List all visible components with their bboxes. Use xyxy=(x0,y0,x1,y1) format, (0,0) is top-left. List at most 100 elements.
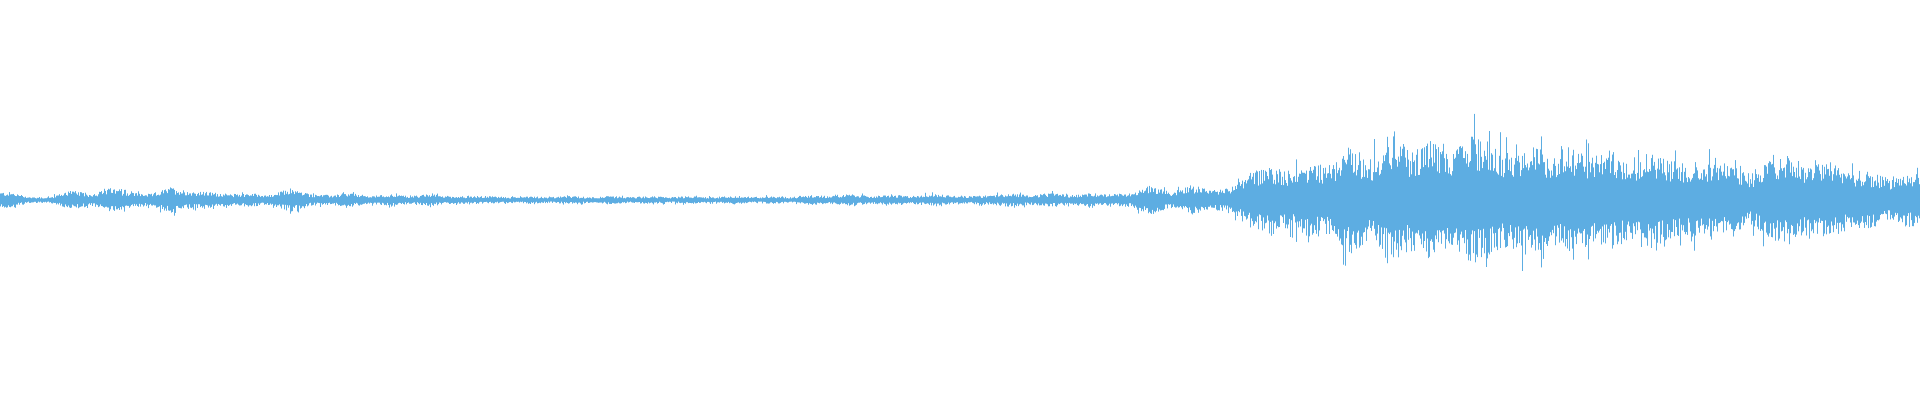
waveform-bar xyxy=(978,196,979,203)
waveform-bar xyxy=(623,198,624,203)
waveform-bar xyxy=(1193,186,1194,213)
waveform-bar xyxy=(178,192,179,208)
waveform-bar xyxy=(1097,195,1098,204)
waveform-bar xyxy=(354,195,355,204)
waveform-bar xyxy=(920,196,921,203)
waveform-bar xyxy=(729,197,730,204)
waveform-bar xyxy=(614,198,615,204)
waveform-bar xyxy=(1142,189,1143,210)
waveform-bar xyxy=(823,196,824,204)
waveform-bar xyxy=(202,194,203,208)
waveform-bar xyxy=(568,196,569,204)
waveform-bar xyxy=(1279,169,1280,227)
waveform-bar xyxy=(543,198,544,203)
waveform-bar xyxy=(1388,147,1389,233)
waveform-bar xyxy=(19,196,20,205)
waveform-bar xyxy=(1526,167,1527,227)
waveform-bar xyxy=(589,197,590,203)
waveform-bar xyxy=(912,197,913,202)
waveform-bar xyxy=(248,195,249,207)
waveform-bar xyxy=(1499,155,1500,228)
waveform-bar xyxy=(619,196,620,204)
waveform-bar xyxy=(1160,189,1161,211)
waveform-bar xyxy=(552,197,553,203)
waveform-bar xyxy=(505,197,506,204)
waveform-bar xyxy=(821,195,822,203)
waveform-bar xyxy=(131,191,132,205)
waveform-bar xyxy=(1387,136,1388,264)
waveform-bar xyxy=(1796,167,1797,235)
waveform-bar xyxy=(333,196,334,204)
waveform-bar xyxy=(1164,187,1165,209)
waveform-bar xyxy=(1455,157,1456,233)
waveform-bar xyxy=(609,196,610,204)
waveform-bar xyxy=(366,197,367,205)
waveform-bar xyxy=(317,196,318,203)
waveform-bar xyxy=(1610,173,1611,226)
waveform-bar xyxy=(587,197,588,202)
waveform-bar xyxy=(656,197,657,203)
waveform-bar xyxy=(54,194,55,203)
waveform-bar xyxy=(906,196,907,204)
waveform-bar xyxy=(1628,174,1629,222)
waveform-bar xyxy=(285,190,286,205)
waveform-bar xyxy=(1783,168,1784,228)
waveform-bar xyxy=(1847,176,1848,217)
waveform-bar xyxy=(1055,194,1056,207)
waveform-bar xyxy=(1484,150,1485,254)
waveform-bar xyxy=(1007,196,1008,207)
waveform-bar xyxy=(69,193,70,208)
waveform-bar xyxy=(551,197,552,202)
waveform-bar xyxy=(1420,168,1421,239)
waveform-bar xyxy=(1332,169,1333,230)
waveform-bar xyxy=(941,196,942,207)
waveform-bar xyxy=(226,194,227,208)
waveform-bar xyxy=(242,192,243,204)
waveform-bar xyxy=(749,198,750,202)
waveform-bar xyxy=(469,197,470,205)
waveform-bar xyxy=(426,194,427,203)
waveform-bar xyxy=(1173,193,1174,205)
waveform-bar xyxy=(1053,193,1054,203)
waveform-bar xyxy=(1722,175,1723,222)
waveform-bar xyxy=(1439,173,1440,231)
waveform-bar xyxy=(1216,192,1217,210)
waveform-bar xyxy=(307,193,308,207)
waveform-bar xyxy=(716,198,717,204)
waveform-bar xyxy=(1128,195,1129,207)
waveform-bar xyxy=(654,196,655,203)
waveform-bar xyxy=(580,197,581,204)
waveform-bar xyxy=(566,197,567,203)
waveform-bar xyxy=(542,198,543,203)
waveform-bar xyxy=(1126,196,1127,205)
waveform-bar xyxy=(624,197,625,203)
waveform-bar xyxy=(1340,175,1341,239)
waveform-bar xyxy=(655,197,656,203)
waveform-bar xyxy=(1366,170,1367,241)
waveform-bar xyxy=(1907,175,1908,216)
waveform-bar xyxy=(133,193,134,207)
waveform-bar xyxy=(1680,180,1681,246)
waveform-bar xyxy=(187,192,188,208)
waveform-bar xyxy=(157,195,158,208)
waveform-bar xyxy=(1752,173,1753,221)
waveform-bar xyxy=(1474,113,1475,232)
waveform-bar xyxy=(1645,172,1646,238)
waveform-bar xyxy=(1365,165,1366,228)
waveform-bar xyxy=(1004,197,1005,204)
waveform-bar xyxy=(1770,161,1771,224)
waveform-bar xyxy=(283,190,284,205)
waveform-bar xyxy=(429,195,430,205)
waveform-bar xyxy=(813,197,814,204)
waveform-bar xyxy=(1897,182,1898,214)
waveform-bar xyxy=(1019,194,1020,205)
waveform-bar xyxy=(1373,172,1374,221)
waveform-bar xyxy=(1550,177,1551,233)
waveform-bar xyxy=(1660,158,1661,244)
waveform-bar xyxy=(475,197,476,203)
waveform-bar xyxy=(1471,136,1472,235)
waveform-bar xyxy=(1786,164,1787,223)
waveform-bar xyxy=(527,196,528,203)
waveform-bar xyxy=(388,196,389,205)
waveform-bar xyxy=(762,197,763,204)
